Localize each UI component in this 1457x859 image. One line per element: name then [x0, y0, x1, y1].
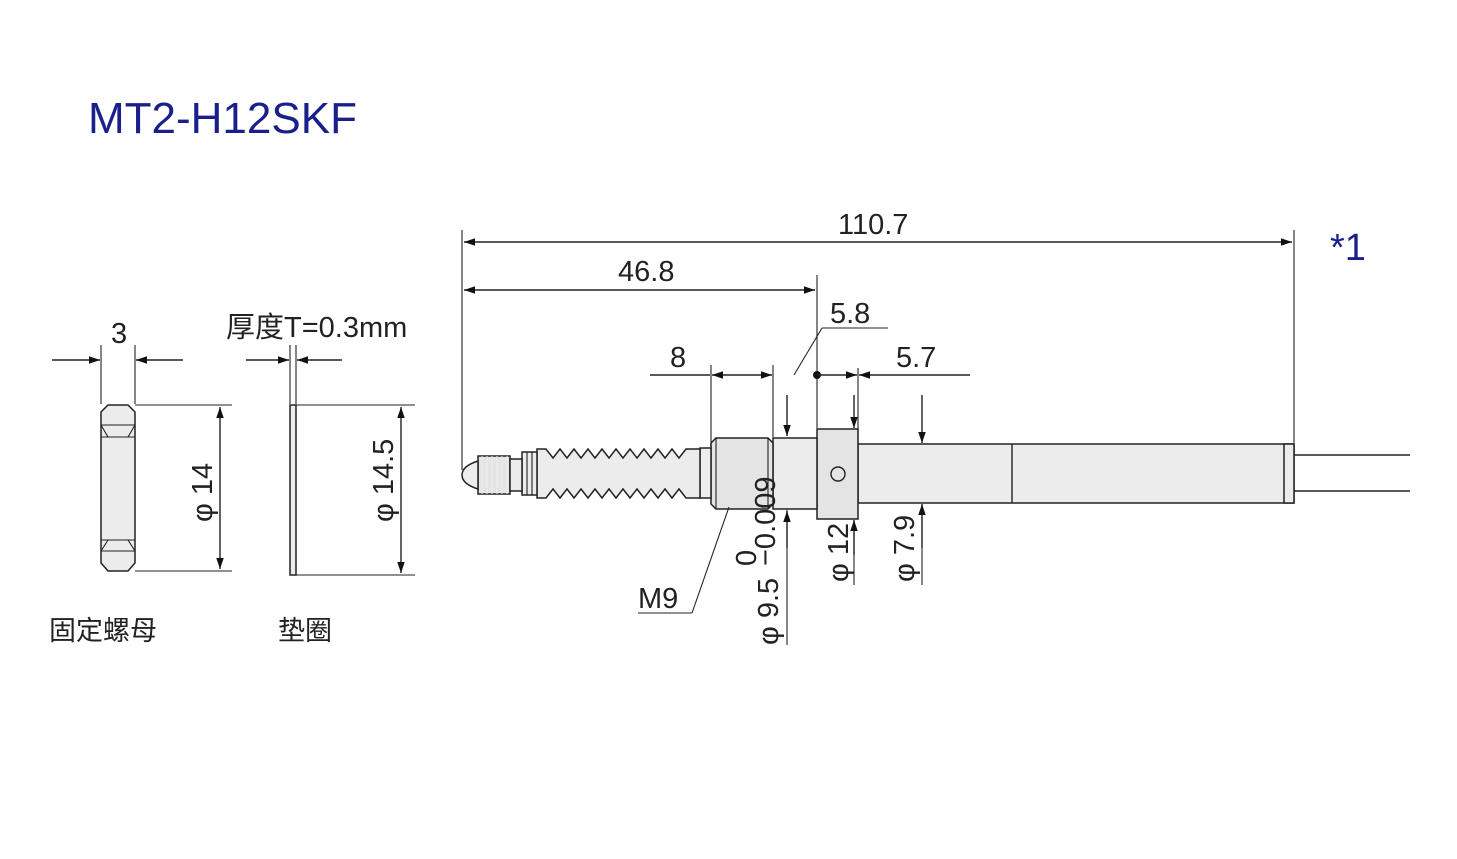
sensor-tip: [477, 455, 511, 495]
seat-tolerance-upper: 0: [731, 550, 763, 566]
sensor-drawing: 110.7 46.8 5.8 8 5.7 M9 φ 9.5 0 −0.00: [461, 209, 1410, 645]
nut-diameter-label: φ 14: [187, 463, 219, 522]
sensor-flange: [816, 428, 859, 520]
washer-outline: [289, 404, 297, 576]
lock-nut-outline: [100, 404, 136, 572]
model-title: MT2-H12SKF: [88, 94, 357, 143]
washer-thickness-label: 厚度T=0.3mm: [226, 311, 407, 344]
nut-width-label: 3: [111, 318, 127, 350]
sensor-body: [857, 443, 1295, 504]
washer-caption: 垫圈: [278, 616, 332, 647]
lock-nut-drawing: 3 φ 14 固定螺母: [49, 318, 232, 647]
flange-diameter-label: φ 12: [823, 523, 855, 582]
sensor-seat: [772, 437, 818, 510]
total-length-label: 110.7: [838, 209, 908, 241]
washer-diameter-label: φ 14.5: [368, 439, 400, 522]
washer-drawing: 厚度T=0.3mm φ 14.5 垫圈: [226, 311, 415, 647]
note-mark: *1: [1330, 227, 1366, 269]
seat-tolerance-lower: −0.009: [750, 476, 782, 566]
thread-length-label: 8: [670, 342, 686, 374]
collar-width-label: 5.7: [896, 342, 936, 374]
nut-caption: 固定螺母: [49, 616, 157, 647]
flange-width-label: 5.8: [830, 298, 870, 330]
thread-size-label: M9: [638, 583, 678, 615]
sensor-bellows: [536, 447, 701, 500]
body-diameter-label: φ 7.9: [889, 515, 921, 582]
seat-diameter-label: φ 9.5: [753, 578, 785, 645]
flange-position-label: 46.8: [618, 256, 674, 288]
